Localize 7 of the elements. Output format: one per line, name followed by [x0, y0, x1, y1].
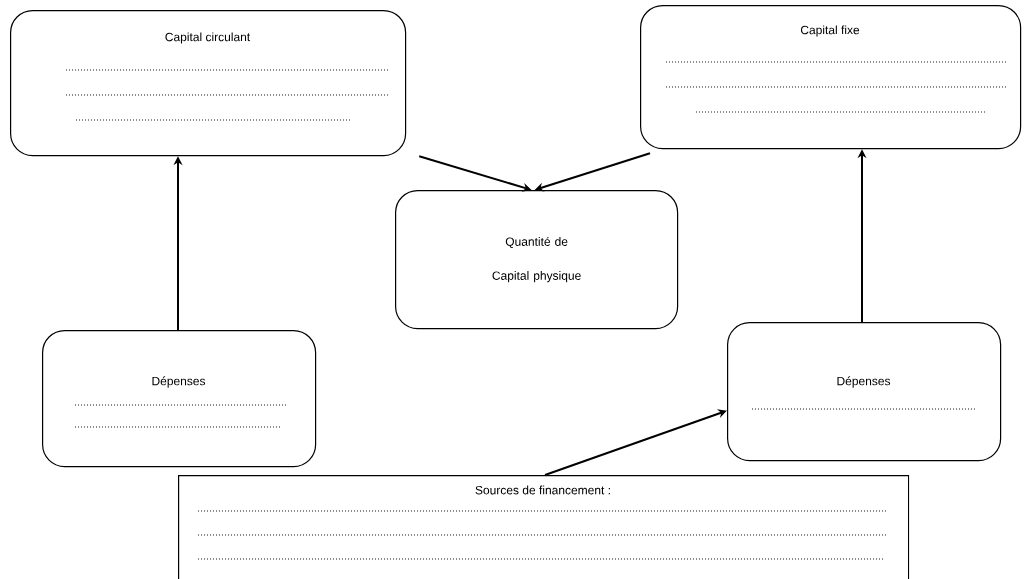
- rounded-box: Quantité de Capital physique: [395, 190, 679, 330]
- rounded-box: Dépenses: [42, 330, 317, 468]
- arrow: [544, 409, 727, 476]
- text-box: Sources de financement :: [178, 475, 910, 579]
- rounded-box: Capital fixe: [640, 5, 1022, 150]
- rounded-box: Capital circulant: [10, 10, 407, 157]
- rounded-box: Dépenses: [727, 322, 1002, 462]
